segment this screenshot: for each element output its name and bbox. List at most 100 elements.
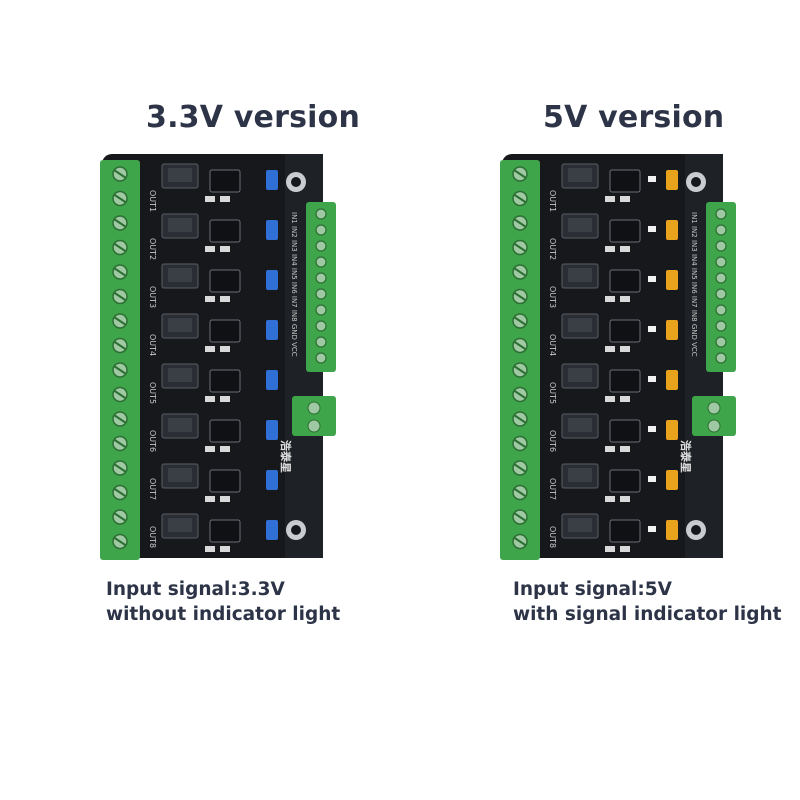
mosfet-tab: [568, 418, 592, 432]
mosfet-tab: [568, 318, 592, 332]
smd-resistor: [620, 246, 630, 252]
screw-slot: [113, 512, 127, 522]
output-label: OUT4: [548, 334, 557, 356]
output-terminal-block: [500, 160, 540, 560]
input-labels: IN1 IN2 IN3 IN4 IN5 IN6 IN7 IN8 GND VCC: [290, 212, 298, 357]
output-label: OUT2: [148, 238, 157, 260]
mounting-hole-center: [691, 177, 701, 187]
screw-slot: [513, 365, 527, 375]
smd-resistor: [205, 296, 215, 302]
indicator-led: [648, 176, 656, 182]
brand-logo: 浩泰星: [279, 440, 293, 473]
smd-resistor: [220, 396, 230, 402]
mosfet-tab: [568, 168, 592, 182]
screw-slot: [513, 536, 527, 547]
smd-resistor: [620, 196, 630, 202]
jumper: [666, 520, 678, 540]
pcb-board: [102, 154, 322, 558]
smd-resistor: [605, 346, 615, 352]
smd-resistor: [220, 296, 230, 302]
right-caption: Input signal:5V with signal indicator li…: [513, 577, 782, 627]
smd-resistor: [205, 346, 215, 352]
mosfet-tab: [168, 418, 192, 432]
terminal-screw: [715, 208, 727, 220]
terminal-screw: [715, 256, 727, 268]
terminal-screw: [315, 272, 327, 284]
mosfet-tab: [568, 518, 592, 532]
output-label: OUT7: [548, 478, 557, 500]
optocoupler-chip: [209, 269, 241, 293]
screw-slot: [113, 242, 127, 253]
power-terminal-block: [692, 396, 736, 436]
input-terminal-block: [706, 202, 736, 372]
left-version-title: 3.3V version: [146, 100, 361, 135]
jumper: [666, 420, 678, 440]
smd-resistor: [205, 496, 215, 502]
jumper: [666, 370, 678, 390]
terminal-screw: [715, 336, 727, 348]
input-labels: IN1 IN2 IN3 IN4 IN5 IN6 IN7 IN8 GND VCC: [690, 212, 698, 357]
screw-slot: [113, 291, 127, 302]
screw-slot: [113, 536, 127, 547]
output-label: OUT7: [148, 478, 157, 500]
screw-slot: [113, 365, 127, 375]
terminal-screw: [315, 256, 327, 268]
optocoupler-chip: [209, 419, 241, 443]
output-label: OUT1: [548, 190, 557, 212]
screw-slot: [513, 340, 527, 351]
jumper: [266, 520, 278, 540]
optocoupler-chip: [609, 419, 641, 443]
smd-resistor: [620, 346, 630, 352]
left-caption-indicator: without indicator light: [106, 604, 341, 625]
smd-resistor: [605, 546, 615, 552]
mosfet-tab: [168, 318, 192, 332]
terminal-screw: [707, 419, 721, 433]
screw-slot: [513, 267, 527, 277]
left-caption: Input signal:3.3V without indicator ligh…: [106, 577, 340, 627]
mounting-hole-center: [691, 525, 701, 535]
output-label: OUT8: [148, 526, 157, 548]
jumper: [266, 270, 278, 290]
output-label: OUT6: [148, 430, 157, 452]
brand-logo: 浩泰星: [679, 440, 693, 473]
smd-resistor: [205, 246, 215, 252]
indicator-led: [648, 426, 656, 432]
screw-slot: [113, 169, 127, 179]
jumper: [666, 270, 678, 290]
jumper: [666, 320, 678, 340]
screw-slot: [513, 389, 527, 400]
screw-slot: [113, 218, 127, 228]
indicator-led: [648, 226, 656, 232]
input-terminal-block: [306, 202, 336, 372]
jumper: [266, 320, 278, 340]
output-terminal-block: [100, 160, 140, 560]
optocoupler-chip: [609, 369, 641, 393]
smd-resistor: [205, 446, 215, 452]
smd-resistor: [620, 296, 630, 302]
mounting-hole-center: [291, 525, 301, 535]
terminal-screw: [315, 304, 327, 316]
optocoupler-chip: [609, 169, 641, 193]
output-label: OUT6: [548, 430, 557, 452]
output-label: OUT3: [548, 286, 557, 308]
mosfet-tab: [568, 268, 592, 282]
indicator-led: [648, 476, 656, 482]
mosfet-tab: [168, 168, 192, 182]
terminal-screw: [315, 336, 327, 348]
terminal-screw: [315, 320, 327, 332]
screw-slot: [513, 463, 527, 473]
smd-resistor: [620, 496, 630, 502]
jumper: [666, 470, 678, 490]
smd-resistor: [220, 446, 230, 452]
output-label: OUT5: [148, 382, 157, 404]
screw-slot: [513, 242, 527, 253]
output-label: OUT5: [548, 382, 557, 404]
terminal-screw: [715, 352, 727, 364]
jumper: [666, 170, 678, 190]
optocoupler-chip: [209, 469, 241, 493]
screw-slot: [513, 512, 527, 522]
smd-resistor: [220, 346, 230, 352]
screw-slot: [113, 414, 127, 424]
mosfet-tab: [168, 468, 192, 482]
